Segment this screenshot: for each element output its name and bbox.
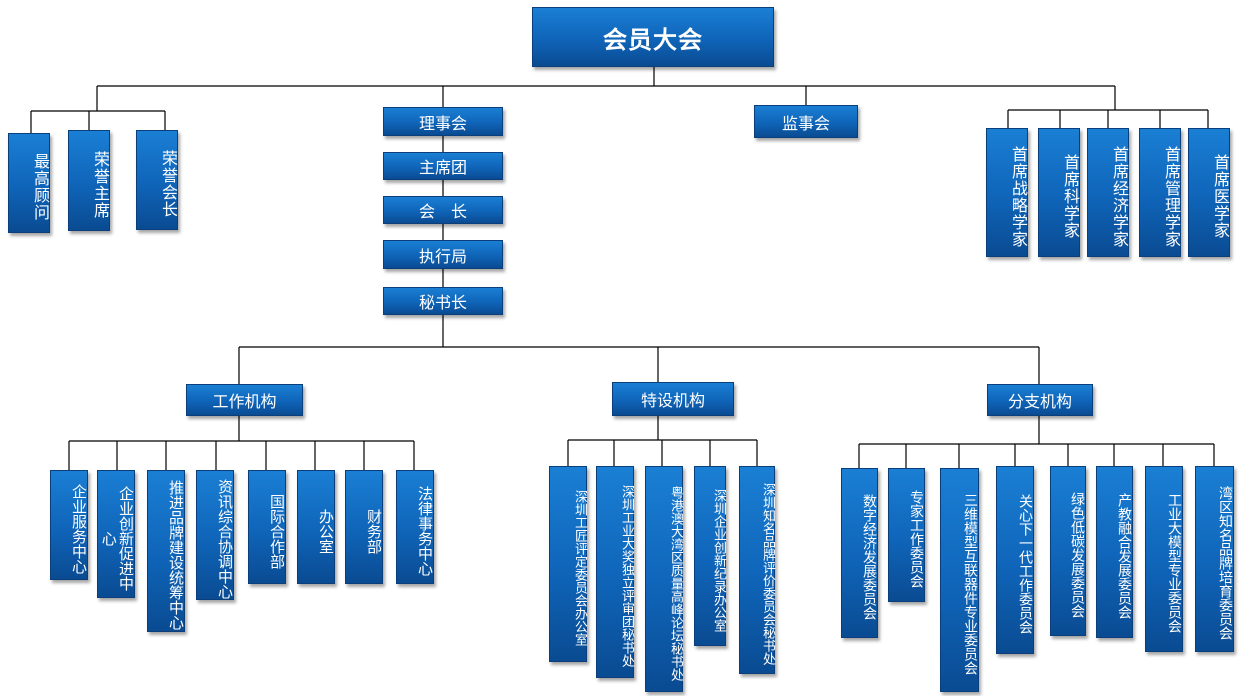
supervisory-board-box: 监事会 [754, 105, 858, 138]
council-box: 理事会 [383, 107, 503, 136]
sub-body-item: 专家工作委员会 [888, 468, 925, 602]
chief-management-scientist: 首席管理学家 [1139, 128, 1181, 257]
chief-economist: 首席经济学家 [1087, 128, 1129, 257]
working-body-item: 国际合作部 [248, 470, 286, 584]
working-body-item: 财务部 [345, 470, 383, 584]
sub-body-item: 湾区知名品牌培育委员会 [1195, 466, 1234, 652]
working-body-item: 资讯综合协调中心 [196, 470, 234, 600]
chief-scientist: 首席科学家 [1038, 128, 1080, 257]
sub-body-item: 数字经济发展委员会 [841, 468, 878, 638]
special-body-item: 深圳企业创新纪录办公室 [694, 466, 726, 646]
branch-special-bodies: 特设机构 [612, 382, 734, 416]
sub-body-item: 产教融合发展委员会 [1096, 466, 1133, 638]
sub-body-item: 工业大模型专业委员会 [1145, 466, 1183, 652]
branch-sub-bodies: 分支机构 [987, 384, 1093, 416]
working-body-item: 推进品牌建设统筹中心 [147, 470, 185, 632]
working-body-item: 办公室 [297, 470, 335, 584]
chief-strategist: 首席战略学家 [986, 128, 1028, 257]
honorary-advisor: 最高顾问 [8, 133, 50, 233]
chief-medical-scientist: 首席医学家 [1188, 128, 1230, 257]
working-body-item: 企业服务中心 [50, 470, 88, 580]
presidium-box: 主席团 [383, 152, 503, 180]
sub-body-item: 绿色低碳发展委员会 [1050, 466, 1086, 636]
working-body-item: 企业创新促进中心 [97, 470, 135, 598]
root-general-assembly: 会员大会 [532, 7, 774, 67]
special-body-item: 粤港澳大湾区质量高峰论坛秘书处 [645, 466, 683, 692]
executive-bureau-box: 执行局 [383, 240, 503, 269]
branch-working-bodies: 工作机构 [186, 384, 303, 416]
sub-body-item: 三维模型互联器件专业委员会 [940, 468, 979, 692]
special-body-item: 深圳工业大奖独立评审团秘书处 [596, 466, 634, 678]
secretary-general-box: 秘书长 [383, 287, 503, 315]
working-body-item: 法律事务中心 [396, 470, 434, 584]
special-body-item: 深圳知名品牌评价委员会秘书处 [739, 466, 775, 674]
president-box: 会 长 [383, 196, 503, 224]
honorary-chairman: 荣誉主席 [68, 130, 110, 231]
honorary-president: 荣誉会长 [136, 130, 178, 230]
special-body-item: 深圳工匠评定委员会办公室 [549, 466, 587, 662]
sub-body-item: 关心下一代工作委员会 [996, 466, 1034, 654]
